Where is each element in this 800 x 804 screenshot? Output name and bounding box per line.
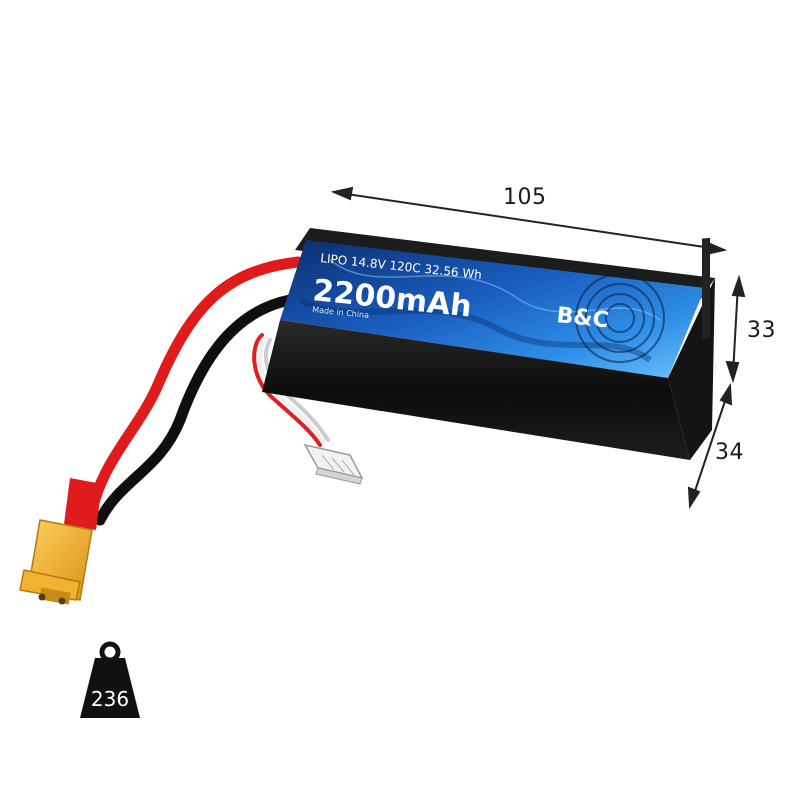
weight-value: 236 [90, 687, 130, 711]
dimension-arrow-width [687, 382, 733, 510]
label-logo-rings [575, 273, 665, 363]
weight-icon [80, 641, 140, 718]
dimension-length-label: 105 [503, 185, 547, 210]
dimension-width-label: 34 [715, 440, 744, 465]
dimension-arrow-height [725, 274, 746, 384]
balance-connector [303, 443, 364, 485]
dimension-height-label: 33 [747, 318, 776, 343]
power-wires [84, 256, 304, 526]
label-brand: B&C [555, 303, 609, 333]
battery-pack: LIPO 14.8V 120C 32.56 Wh 2200mAh Made in… [262, 228, 715, 460]
xt60-connector [19, 478, 102, 605]
